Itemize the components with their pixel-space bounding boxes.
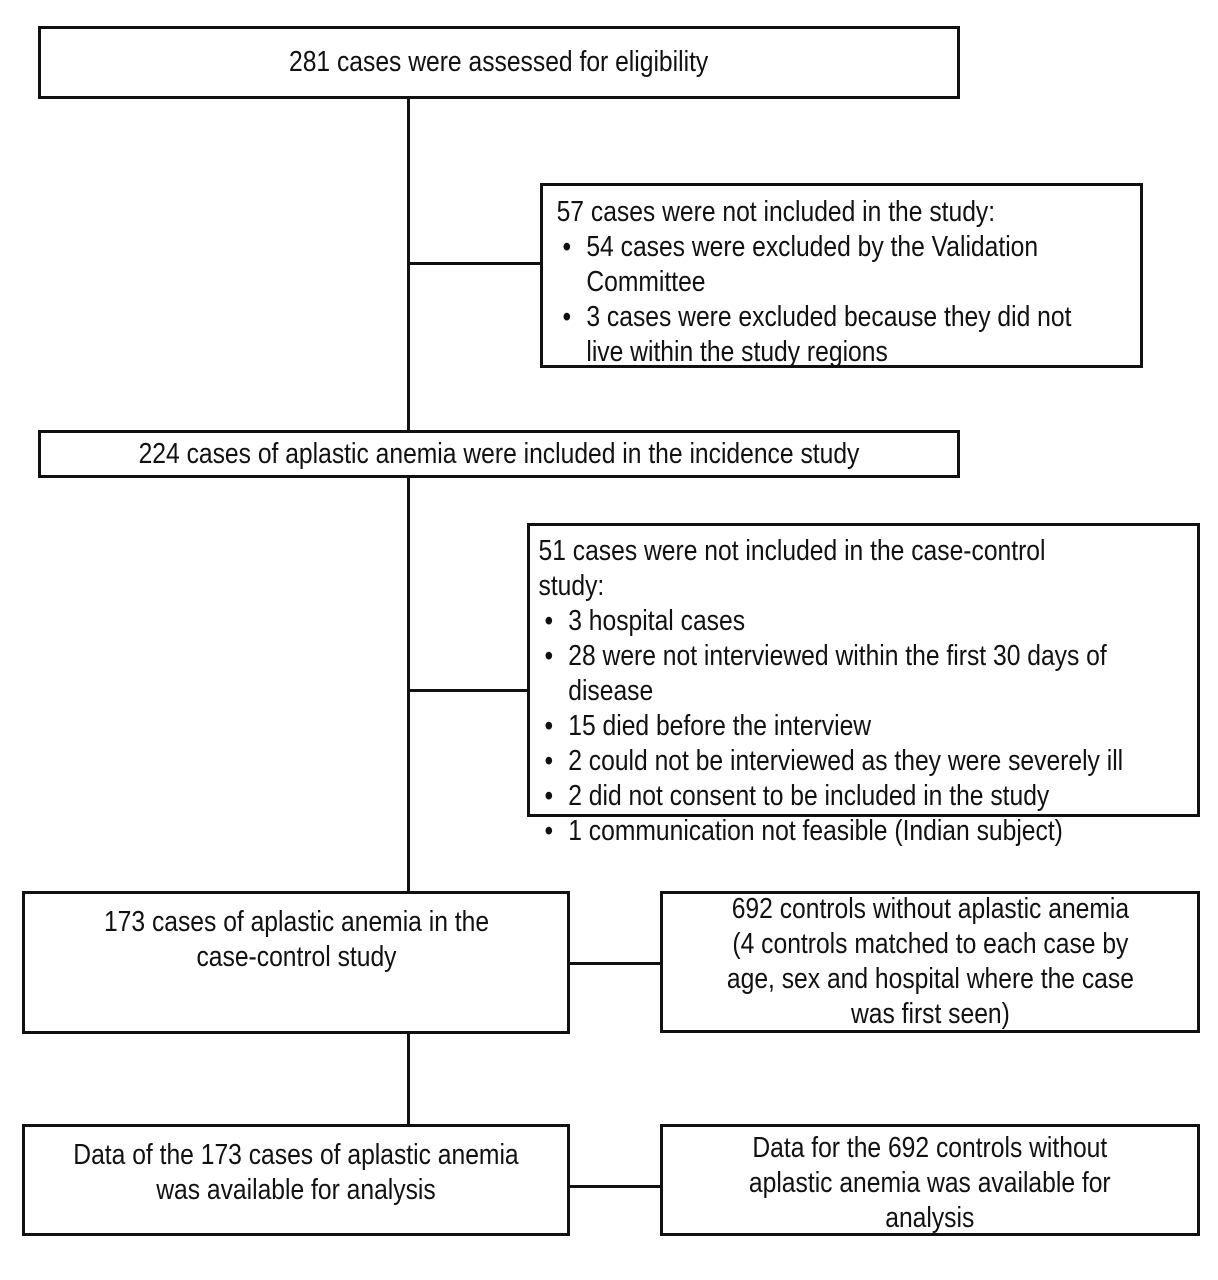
box-excluded-51: 51 cases were not included in the case-c… — [527, 523, 1200, 847]
bullet-icon: • — [544, 710, 554, 742]
bullet-text: 2 could not be interviewed as they were … — [568, 745, 1124, 777]
bullet-icon: • — [544, 780, 554, 812]
connector-data-cases-to-data-controls — [570, 1185, 660, 1188]
box-controls-692-text: 692 controls without aplastic anemia (4 … — [726, 893, 1134, 1030]
bullet-text: 3 hospital cases — [568, 605, 746, 637]
connector-incidence-to-case-control — [407, 478, 410, 891]
bullet-icon: • — [544, 815, 554, 847]
bullet-icon: • — [544, 745, 554, 777]
bullet-text: 28 were not interviewed within the first… — [568, 640, 1107, 707]
box-data-cases: Data of the 173 cases of aplastic anemia… — [22, 1124, 570, 1236]
bullet-icon: • — [544, 605, 554, 637]
list-item: • 2 did not consent to be included in th… — [539, 779, 1097, 814]
box-incidence-224-text: 224 cases of aplastic anemia were includ… — [138, 437, 860, 470]
connector-branch-to-excluded-51 — [410, 689, 527, 692]
box-incidence-224: 224 cases of aplastic anemia were includ… — [38, 430, 960, 478]
list-item: • 54 cases were excluded by the Validati… — [557, 230, 1051, 300]
list-item: • 3 hospital cases — [539, 604, 1097, 639]
bullet-text: 2 did not consent to be included in the … — [568, 780, 1050, 812]
excluded-57-header: 57 cases were not included in the study: — [556, 196, 996, 228]
bullet-icon: • — [544, 640, 554, 672]
box-case-control-173-text: 173 cases of aplastic anemia in the case… — [103, 906, 489, 973]
excluded-51-bullet-list: • 3 hospital cases • 28 were not intervi… — [539, 604, 1123, 849]
list-item: • 28 were not interviewed within the fir… — [539, 639, 1106, 709]
box-excluded-57: 57 cases were not included in the study:… — [540, 183, 1143, 368]
list-item: • 3 cases were excluded because they did… — [557, 300, 1072, 370]
box-eligibility: 281 cases were assessed for eligibility — [38, 26, 960, 99]
bullet-text: 15 died before the interview — [568, 710, 872, 742]
box-data-cases-text: Data of the 173 cases of aplastic anemia… — [73, 1139, 519, 1206]
connector-cases-to-controls — [570, 962, 660, 965]
list-item: • 2 could not be interviewed as they wer… — [539, 744, 1123, 779]
bullet-text: 3 cases were excluded because they did n… — [586, 301, 1072, 368]
box-data-controls: Data for the 692 controls without aplast… — [660, 1124, 1200, 1236]
list-item: • 1 communication not feasible (Indian s… — [539, 814, 1097, 849]
list-item: • 15 died before the interview — [539, 709, 1097, 744]
bullet-text: 1 communication not feasible (Indian sub… — [568, 815, 1063, 847]
box-eligibility-text: 281 cases were assessed for eligibility — [289, 46, 709, 78]
excluded-51-header: 51 cases were not included in the case-c… — [538, 535, 1046, 602]
bullet-text: 54 cases were excluded by the Validation… — [586, 231, 1039, 298]
excluded-57-bullet-list: • 54 cases were excluded by the Validati… — [557, 230, 1072, 370]
connector-eligibility-to-incidence — [407, 99, 410, 430]
bullet-icon: • — [562, 231, 572, 263]
box-data-controls-text: Data for the 692 controls without aplast… — [749, 1132, 1111, 1234]
connector-branch-to-excluded-57 — [410, 262, 540, 265]
bullet-icon: • — [562, 301, 572, 333]
box-case-control-173: 173 cases of aplastic anemia in the case… — [22, 891, 570, 1034]
connector-case-control-to-data — [407, 1034, 410, 1124]
box-controls-692: 692 controls without aplastic anemia (4 … — [660, 891, 1200, 1033]
